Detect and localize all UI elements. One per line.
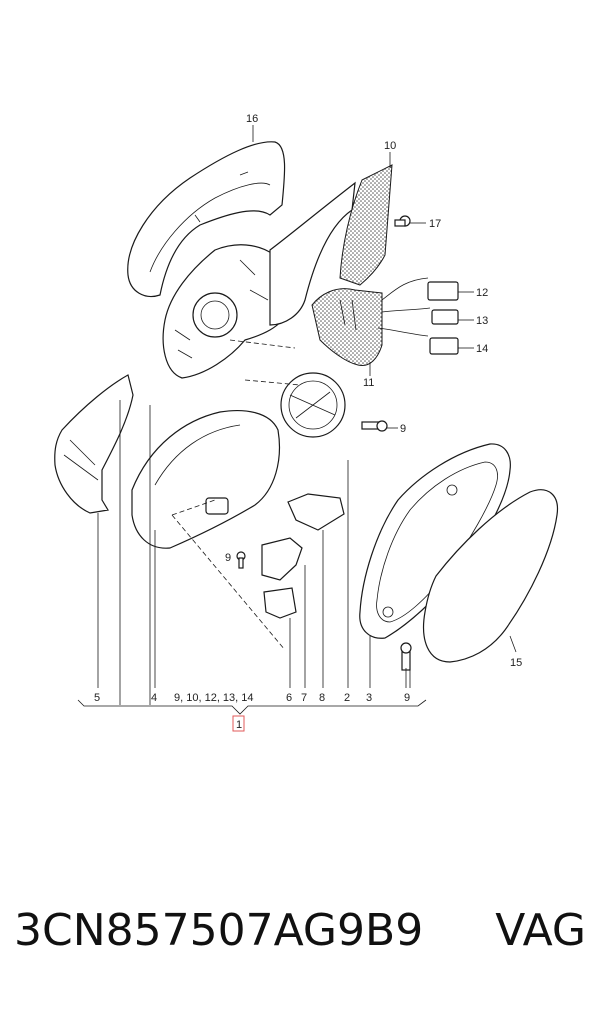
brand: VAG [495,905,586,956]
bottom-label-3: 3 [366,692,372,704]
screw-9-small [236,551,246,569]
assembly-label-box [232,715,245,732]
switch-part [263,587,297,619]
callout-10: 10 [384,140,396,152]
callout-17: 17 [429,218,441,230]
part-number: 3CN857507AG9B9 [14,905,424,956]
callout-9-small: 9 [225,552,231,564]
mirror-cap-part [127,141,286,297]
bottom-label-8: 8 [319,692,325,704]
mirror-glass-part [423,489,559,663]
screw-17 [394,215,411,227]
bottom-label-2: 2 [344,692,350,704]
turn-signal-strip-part [54,374,134,514]
mirror-housing-part [162,181,356,379]
wiring-connectors [377,277,459,355]
puddle-lamp-part [287,493,345,531]
footer: 3CN857507AG9B9 VAG [0,905,600,956]
bottom-label-7: 7 [301,692,307,704]
screw-9-lower [400,642,412,671]
callout-13: 13 [476,315,488,327]
callout-12: 12 [476,287,488,299]
bottom-label-9: 9 [404,692,410,704]
bottom-label-6: 6 [286,692,292,704]
callout-14: 14 [476,343,488,355]
leader-lines [77,125,517,715]
lower-housing-part [131,409,281,549]
assembly-label: 1 [236,719,242,731]
adjuster-motor-part [280,372,346,438]
bottom-label-9-group: 9, 10, 12, 13, 14 [174,692,254,704]
callout-15: 15 [510,657,522,669]
screw-9-right [361,420,388,432]
mount-bracket-part [311,288,383,367]
bottom-label-4: 4 [151,692,157,704]
bottom-label-5: 5 [94,692,100,704]
callout-9-right: 9 [400,423,406,435]
exploded-parts-diagram: 16 10 17 12 13 14 11 9 9 15 5 4 9, 10, 1… [54,113,559,732]
sensor-part [261,537,303,581]
callout-11: 11 [363,377,374,389]
callout-16: 16 [246,113,258,125]
hatched-panel-part [339,164,393,286]
